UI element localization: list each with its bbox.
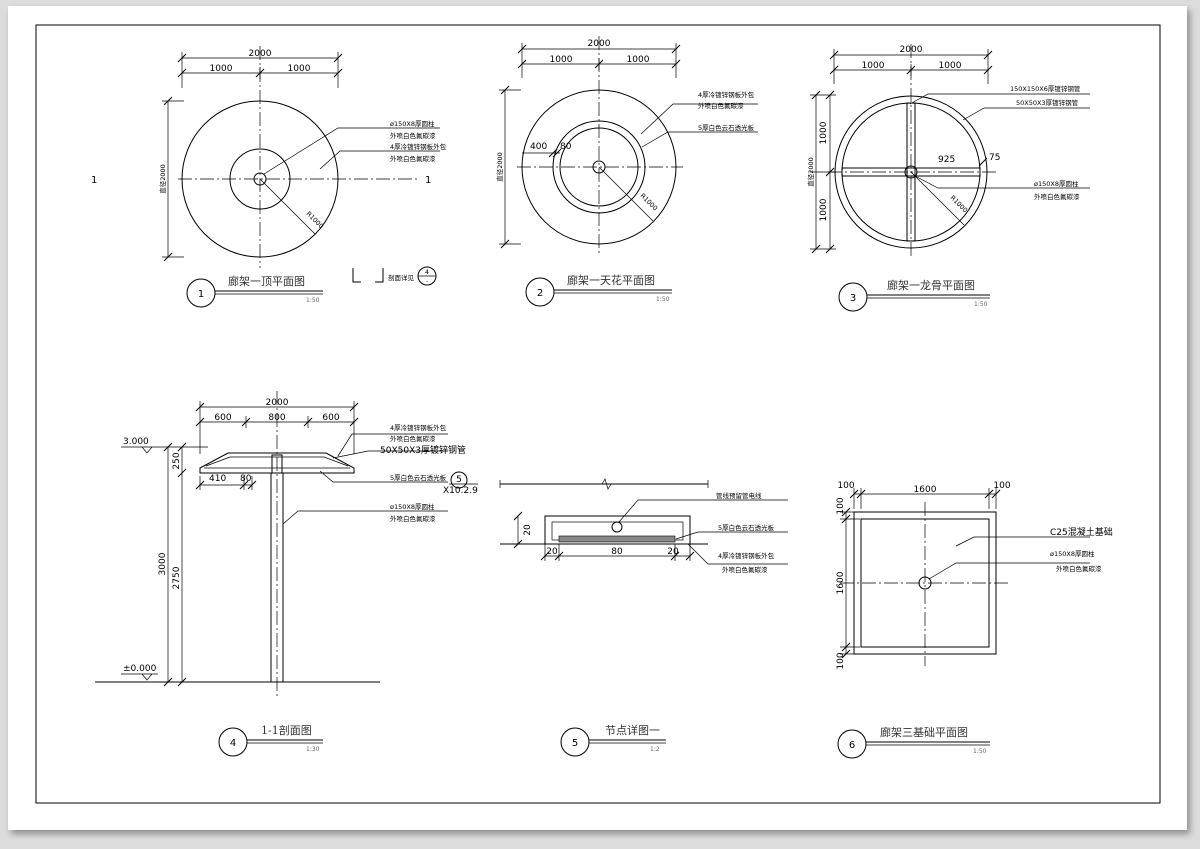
v2-dim-80: 80	[560, 142, 572, 152]
v5-dim-80: 80	[611, 547, 623, 557]
v3-radius: R1000	[949, 194, 970, 215]
v5-dim-20-vertical: 20	[523, 524, 533, 536]
v4-detail-reference: X10.2.9	[443, 486, 478, 496]
v4-dim-600-left: 600	[214, 413, 231, 423]
v3-dim-v-lower: 1000	[819, 198, 829, 221]
v2-dim-400: 400	[530, 142, 547, 152]
v3-dim-925: 925	[938, 155, 955, 165]
v4-canopy	[199, 452, 355, 474]
v6-title: 廊架三基础平面图	[880, 725, 968, 739]
v4-note-light-panel: 5厚白色云石透光板	[390, 473, 447, 482]
v1-note-column: ø150X8厚圆柱	[390, 119, 435, 128]
view-1-roof-plan: 2000 1000 1000 直径2000 R1000 1 1 ø150X8厚圆…	[91, 46, 447, 308]
view-2-ceiling-plan: 2000 1000 1000 直径2000 400 80 R1000 4厚冷镀锌…	[495, 36, 758, 307]
v1-note-plate-finish: 外喷白色氟碳漆	[390, 154, 436, 163]
v3-title: 廊架一龙骨平面图	[887, 278, 975, 292]
v3-dim-75: 75	[989, 153, 1000, 163]
v3-note-column-finish: 外喷白色氟碳漆	[1034, 192, 1080, 201]
v3-note-sub-tube: 50X50X3厚镀锌钢管	[1016, 98, 1079, 107]
v6-dim-v-100-bottom: 100	[836, 652, 846, 669]
v1-legend-bottom: -	[426, 277, 429, 285]
v1-scale: 1:50	[306, 297, 320, 304]
v1-legend-top: 4	[425, 268, 429, 276]
v2-scale: 1:50	[656, 296, 670, 303]
v2-title-number: 2	[537, 288, 543, 299]
v5-dim-20-left: 20	[546, 547, 558, 557]
v1-dim-half-right: 1000	[288, 64, 311, 74]
v2-note-plate-finish: 外喷白色氟碳漆	[698, 101, 744, 110]
v4-dim-600-right: 600	[322, 413, 339, 423]
v1-section-mark-left: 1	[91, 175, 97, 186]
view-4-section: 2000 600 800 600 3.000 ±0.000 3000 250 2…	[95, 391, 478, 757]
v6-dim-100-right: 100	[993, 481, 1010, 491]
v1-radius: R1000	[305, 210, 326, 231]
v5-note-cable: 管线预留管电线	[716, 491, 762, 500]
v4-note-column-finish: 外喷白色氟碳漆	[390, 514, 436, 523]
v2-note-light-panel: 5厚白色云石透光板	[698, 123, 755, 132]
v4-dim-3000: 3000	[158, 552, 168, 575]
v1-note-column-finish: 外喷白色氟碳漆	[390, 131, 436, 140]
v4-dim-250: 250	[172, 452, 182, 469]
drawing-sheet: 2000 1000 1000 直径2000 R1000 1 1 ø150X8厚圆…	[8, 6, 1187, 830]
view-3-frame-plan: 2000 1000 1000 直径2000 1000 1000 R1000 92…	[806, 44, 1090, 312]
v4-scale: 1:30	[306, 746, 320, 753]
v6-dim-100-left: 100	[837, 481, 854, 491]
v5-scale: 1:2	[650, 746, 660, 753]
v2-dim-half-right: 1000	[627, 55, 650, 65]
view-6-foundation-plan: 100 1600 100 100 1600 100 C25混凝土基础 ø150X…	[836, 481, 1113, 759]
v4-title: 1-1剖面图	[261, 723, 312, 737]
v4-dim-2750: 2750	[172, 566, 182, 589]
v4-note-column: ø150X8厚圆柱	[390, 502, 435, 511]
v1-section-mark-right: 1	[425, 175, 431, 186]
v3-dim-vertical: 直径2000	[806, 157, 815, 187]
v1-dim-vertical: 直径2000	[158, 164, 167, 194]
v5-cable	[611, 521, 623, 533]
v5-note-plate-finish: 外喷白色氟碳漆	[722, 565, 768, 574]
v6-note-concrete: C25混凝土基础	[1050, 526, 1113, 538]
v5-note-plate: 4厚冷镀锌钢板外包	[718, 551, 775, 560]
v5-dim-20-right: 20	[667, 547, 679, 557]
v5-title-number: 5	[572, 738, 578, 749]
v3-scale: 1:50	[974, 301, 988, 308]
v4-elevation-top: 3.000	[123, 437, 149, 447]
v6-title-number: 6	[849, 740, 855, 751]
v6-dim-v-100-top: 100	[836, 497, 846, 514]
v2-dim-half-left: 1000	[550, 55, 573, 65]
v3-title-number: 3	[850, 293, 856, 304]
v4-detail-number: 5	[456, 475, 462, 485]
drawing-frame	[35, 24, 1161, 804]
v1-legend-text: 剖面详见	[388, 273, 415, 282]
v1-note-plate: 4厚冷镀锌钢板外包	[390, 142, 447, 151]
v3-dim-v-upper: 1000	[819, 121, 829, 144]
v6-note-column: ø150X8厚圆柱	[1050, 549, 1095, 558]
cad-drawing: 2000 1000 1000 直径2000 R1000 1 1 ø150X8厚圆…	[35, 24, 1161, 804]
v2-title: 廊架一天花平面图	[567, 273, 655, 287]
v5-light-panel	[558, 535, 676, 543]
v4-elevation-ground: ±0.000	[123, 664, 157, 674]
v3-note-main-tube: 150X150X6厚镀锌钢管	[1010, 84, 1081, 93]
v3-dim-half-right: 1000	[939, 61, 962, 71]
v5-note-light-panel: 5厚白色云石透光板	[718, 523, 775, 532]
v4-note-tube: 50X50X3厚镀锌钢管	[380, 444, 466, 456]
v4-note-plate-finish: 外喷白色氟碳漆	[390, 434, 436, 443]
v1-title: 廊架一顶平面图	[228, 274, 305, 288]
v1-title-number: 1	[198, 289, 204, 300]
v6-dim-1600: 1600	[914, 485, 937, 495]
v5-title: 节点详图一	[605, 723, 660, 737]
v4-title-number: 4	[230, 738, 236, 749]
v6-scale: 1:50	[973, 748, 987, 755]
v1-dim-half-left: 1000	[210, 64, 233, 74]
v4-dim-80: 80	[240, 474, 252, 484]
v4-dim-410: 410	[209, 474, 226, 484]
view-5-node-detail: 20 20 80 20 管线预留管电线 5厚白色云石透光板 4厚冷镀锌钢板外包 …	[499, 478, 788, 757]
v4-note-plate: 4厚冷镀锌钢板外包	[390, 423, 447, 432]
v2-dim-vertical: 直径2000	[495, 152, 504, 182]
v6-note-column-finish: 外喷白色氟碳漆	[1056, 564, 1102, 573]
v3-note-column: ø150X8厚圆柱	[1034, 179, 1079, 188]
v2-note-plate: 4厚冷镀锌钢板外包	[698, 90, 755, 99]
v3-dim-half-left: 1000	[862, 61, 885, 71]
